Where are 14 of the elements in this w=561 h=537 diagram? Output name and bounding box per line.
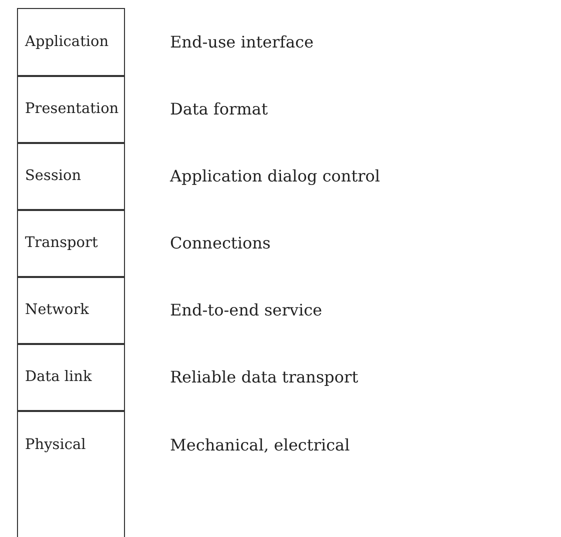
layer-name: Network: [25, 302, 89, 318]
layer-description: Data format: [170, 100, 268, 119]
layer-name: Presentation: [25, 101, 119, 118]
layer-description: Reliable data transport: [170, 368, 358, 387]
layer-description: Connections: [170, 234, 271, 253]
layer-description: End-use interface: [170, 32, 314, 52]
layer-name: Application: [25, 34, 109, 50]
layer-name: Data link: [25, 369, 92, 386]
layer-name: Session: [25, 168, 82, 184]
layer-description: Application dialog control: [170, 166, 380, 186]
layer-description: Mechanical, electrical: [170, 435, 350, 454]
layer-name: Transport: [25, 235, 98, 252]
layer-description: End-to-end service: [170, 300, 322, 320]
layer-name: Physical: [25, 436, 86, 452]
